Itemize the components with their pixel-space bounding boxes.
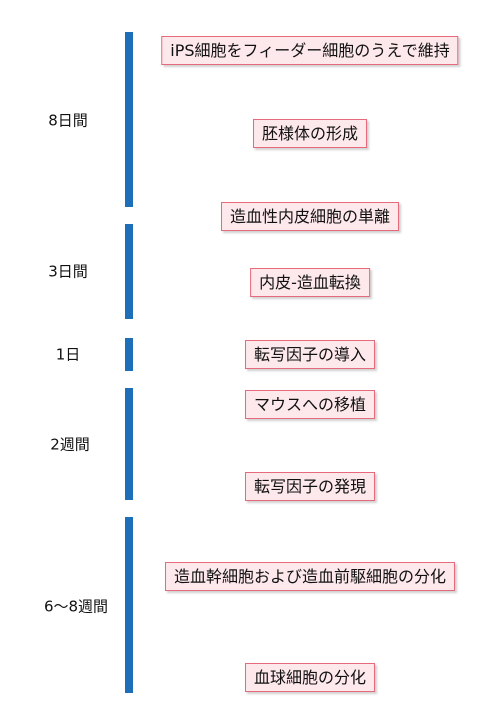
step-box: iPS細胞をフィーダー細胞のうえで維持	[161, 36, 459, 65]
timeline-bar-stage-1	[125, 32, 133, 207]
step-box: 内皮-造血転換	[250, 268, 370, 297]
timeline-bar-stage-4	[125, 388, 133, 500]
duration-label-stage-5: 6〜8週間	[43, 597, 109, 616]
step-box: 転写因子の導入	[244, 340, 376, 369]
timeline-bar-stage-5	[125, 517, 133, 693]
duration-label-stage-1: 8日間	[48, 111, 88, 130]
timeline-bar-stage-3	[125, 338, 133, 371]
duration-label-stage-2: 3日間	[48, 262, 88, 281]
step-box: 造血性内皮細胞の単離	[220, 202, 400, 231]
step-box: 転写因子の発現	[244, 472, 376, 501]
step-box: マウスへの移植	[244, 390, 376, 419]
duration-label-stage-4: 2週間	[50, 435, 90, 454]
step-box: 血球細胞の分化	[244, 663, 376, 692]
step-box: 造血幹細胞および造血前駆細胞の分化	[164, 562, 456, 591]
step-box: 胚様体の形成	[252, 119, 368, 148]
timeline-bar-stage-2	[125, 224, 133, 319]
duration-label-stage-3: 1日	[55, 345, 81, 364]
